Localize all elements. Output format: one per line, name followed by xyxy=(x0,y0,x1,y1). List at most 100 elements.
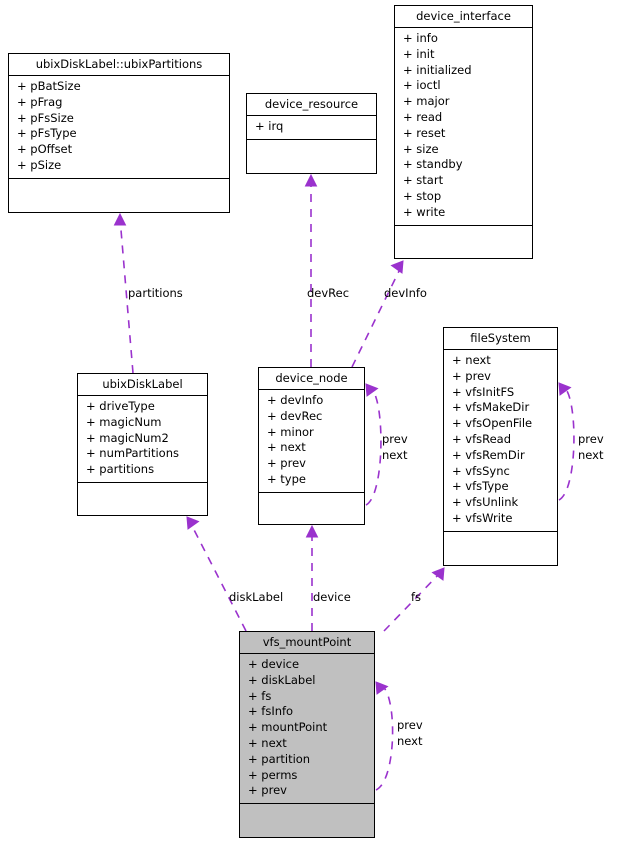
class-operations-device_node xyxy=(259,493,364,524)
class-operations-ubixPartitions xyxy=(9,179,229,212)
edge-devRec xyxy=(304,173,318,367)
class-name-device_interface: device_interface xyxy=(395,6,532,28)
class-attribute: + pFsType xyxy=(17,126,77,141)
class-attribute: + pFsSize xyxy=(17,110,74,125)
class-name-ubixDiskLabel: ubixDiskLabel xyxy=(78,374,207,396)
edge-label-lbl-fs-next: next xyxy=(578,448,604,462)
class-attributes-ubixPartitions: + pBatSize+ pFrag+ pFsSize+ pFsType+ pOf… xyxy=(9,76,229,179)
class-attribute: + minor xyxy=(267,424,314,439)
class-box-ubixPartitions[interactable]: ubixDiskLabel::ubixPartitions+ pBatSize+… xyxy=(8,53,230,213)
edge-diskLabel-line xyxy=(189,521,247,632)
class-attribute: + vfsUnlink xyxy=(452,495,519,510)
class-name-device_resource: device_resource xyxy=(247,94,376,116)
class-attribute: + pSize xyxy=(17,157,62,172)
class-attribute: + info xyxy=(403,31,438,45)
class-operations-fileSystem xyxy=(444,532,557,565)
class-attributes-device_node: + devInfo+ devRec+ minor+ next+ prev+ ty… xyxy=(259,390,364,493)
class-name-ubixPartitions: ubixDiskLabel::ubixPartitions xyxy=(9,54,229,76)
class-operations-ubixDiskLabel xyxy=(78,483,207,515)
class-box-ubixDiskLabel[interactable]: ubixDiskLabel+ driveType+ magicNum+ magi… xyxy=(77,373,208,516)
class-attribute: + size xyxy=(403,141,439,156)
edge-devRec-arrowhead xyxy=(304,173,318,187)
edge-vfs_mountPoint-self xyxy=(375,681,394,791)
class-attribute: + magicNum xyxy=(86,414,162,429)
class-attribute: + vfsType xyxy=(452,479,509,494)
class-operations-device_interface xyxy=(395,226,532,258)
class-attribute: + fsInfo xyxy=(248,704,294,719)
edge-device xyxy=(305,524,319,631)
class-name-device_node: device_node xyxy=(259,368,364,390)
class-attribute: + pOffset xyxy=(17,142,73,157)
class-attributes-ubixDiskLabel: + driveType+ magicNum+ magicNum2+ numPar… xyxy=(78,396,207,483)
class-attribute: + reset xyxy=(403,125,446,140)
edge-label-lbl-node-prev: prev xyxy=(382,432,408,446)
edge-label-lbl-mp-next: next xyxy=(397,734,423,748)
class-attribute: + prev xyxy=(248,783,287,798)
class-box-fileSystem[interactable]: fileSystem+ next+ prev+ vfsInitFS+ vfsMa… xyxy=(443,327,558,566)
class-attribute: + next xyxy=(452,353,491,367)
class-attribute: + stop xyxy=(403,188,442,203)
edge-devInfo xyxy=(351,260,404,368)
edge-device_node-self-line xyxy=(365,387,382,506)
edge-label-lbl-fs: fs xyxy=(411,590,422,604)
class-attribute: + partitions xyxy=(86,462,155,477)
class-attribute: + vfsInitFS xyxy=(452,384,515,399)
class-attribute: + type xyxy=(267,471,306,486)
class-attribute: + diskLabel xyxy=(248,672,316,687)
class-operations-vfs_mountPoint xyxy=(240,804,374,837)
edge-device_node-self xyxy=(365,383,382,506)
edge-fileSystem-self-line xyxy=(558,386,575,501)
edge-partitions-arrowhead xyxy=(113,212,127,226)
class-name-fileSystem: fileSystem xyxy=(444,328,557,350)
class-attribute: + partition xyxy=(248,751,311,766)
class-attribute: + vfsWrite xyxy=(452,510,513,525)
class-attribute: + vfsMakeDir xyxy=(452,400,530,415)
class-attributes-fileSystem: + next+ prev+ vfsInitFS+ vfsMakeDir+ vfs… xyxy=(444,350,557,532)
class-attribute: + driveType xyxy=(86,399,155,413)
class-box-device_node[interactable]: device_node+ devInfo+ devRec+ minor+ nex… xyxy=(258,367,365,525)
class-attribute: + major xyxy=(403,94,450,109)
class-attribute: + write xyxy=(403,204,446,219)
edge-vfs_mountPoint-self-arrowhead xyxy=(375,681,389,695)
class-attribute: + prev xyxy=(267,456,306,471)
edge-vfs_mountPoint-self-line xyxy=(375,685,394,791)
edge-label-lbl-mp-prev: prev xyxy=(397,718,423,732)
class-attribute: + vfsSync xyxy=(452,463,510,478)
class-attribute: + fs xyxy=(248,688,272,703)
class-attribute: + prev xyxy=(452,368,491,383)
edge-device_node-self-arrowhead xyxy=(365,383,379,397)
class-attribute: + irq xyxy=(255,119,284,133)
class-box-vfs_mountPoint[interactable]: vfs_mountPoint+ device+ diskLabel+ fs+ f… xyxy=(239,631,375,838)
class-attribute: + mountPoint xyxy=(248,720,328,735)
class-attribute: + device xyxy=(248,657,300,671)
class-attribute: + init xyxy=(403,46,435,61)
class-attribute: + vfsOpenFile xyxy=(452,416,533,431)
class-attribute: + pBatSize xyxy=(17,79,81,93)
class-attribute: + vfsRead xyxy=(452,431,512,446)
class-name-vfs_mountPoint: vfs_mountPoint xyxy=(240,632,374,654)
class-box-device_interface[interactable]: device_interface+ info+ init+ initialize… xyxy=(394,5,533,259)
class-operations-device_resource xyxy=(247,140,376,173)
class-attribute: + standby xyxy=(403,157,463,172)
edge-diskLabel-arrowhead xyxy=(186,516,200,530)
class-attribute: + devRec xyxy=(267,408,323,423)
edge-label-lbl-devRec: devRec xyxy=(307,286,350,300)
class-attributes-vfs_mountPoint: + device+ diskLabel+ fs+ fsInfo+ mountPo… xyxy=(240,654,374,805)
class-attribute: + vfsRemDir xyxy=(452,447,525,462)
class-box-device_resource[interactable]: device_resource + irq xyxy=(246,93,377,174)
edge-fileSystem-self xyxy=(558,382,575,501)
class-attribute: + perms xyxy=(248,767,298,782)
edge-label-lbl-devInfo: devInfo xyxy=(384,286,427,300)
class-attribute: + read xyxy=(403,109,443,124)
edge-fileSystem-self-arrowhead xyxy=(558,382,572,396)
edge-devInfo-arrowhead xyxy=(390,260,404,274)
class-attribute: + next xyxy=(267,440,306,455)
edge-label-lbl-fs-prev: prev xyxy=(578,432,604,446)
class-attribute: + numPartitions xyxy=(86,446,179,461)
edge-devInfo-line xyxy=(351,266,402,368)
class-attribute: + ioctl xyxy=(403,78,441,93)
class-attribute: + magicNum2 xyxy=(86,430,169,445)
class-attribute: + pFrag xyxy=(17,94,63,109)
edge-label-lbl-node-next: next xyxy=(382,448,408,462)
